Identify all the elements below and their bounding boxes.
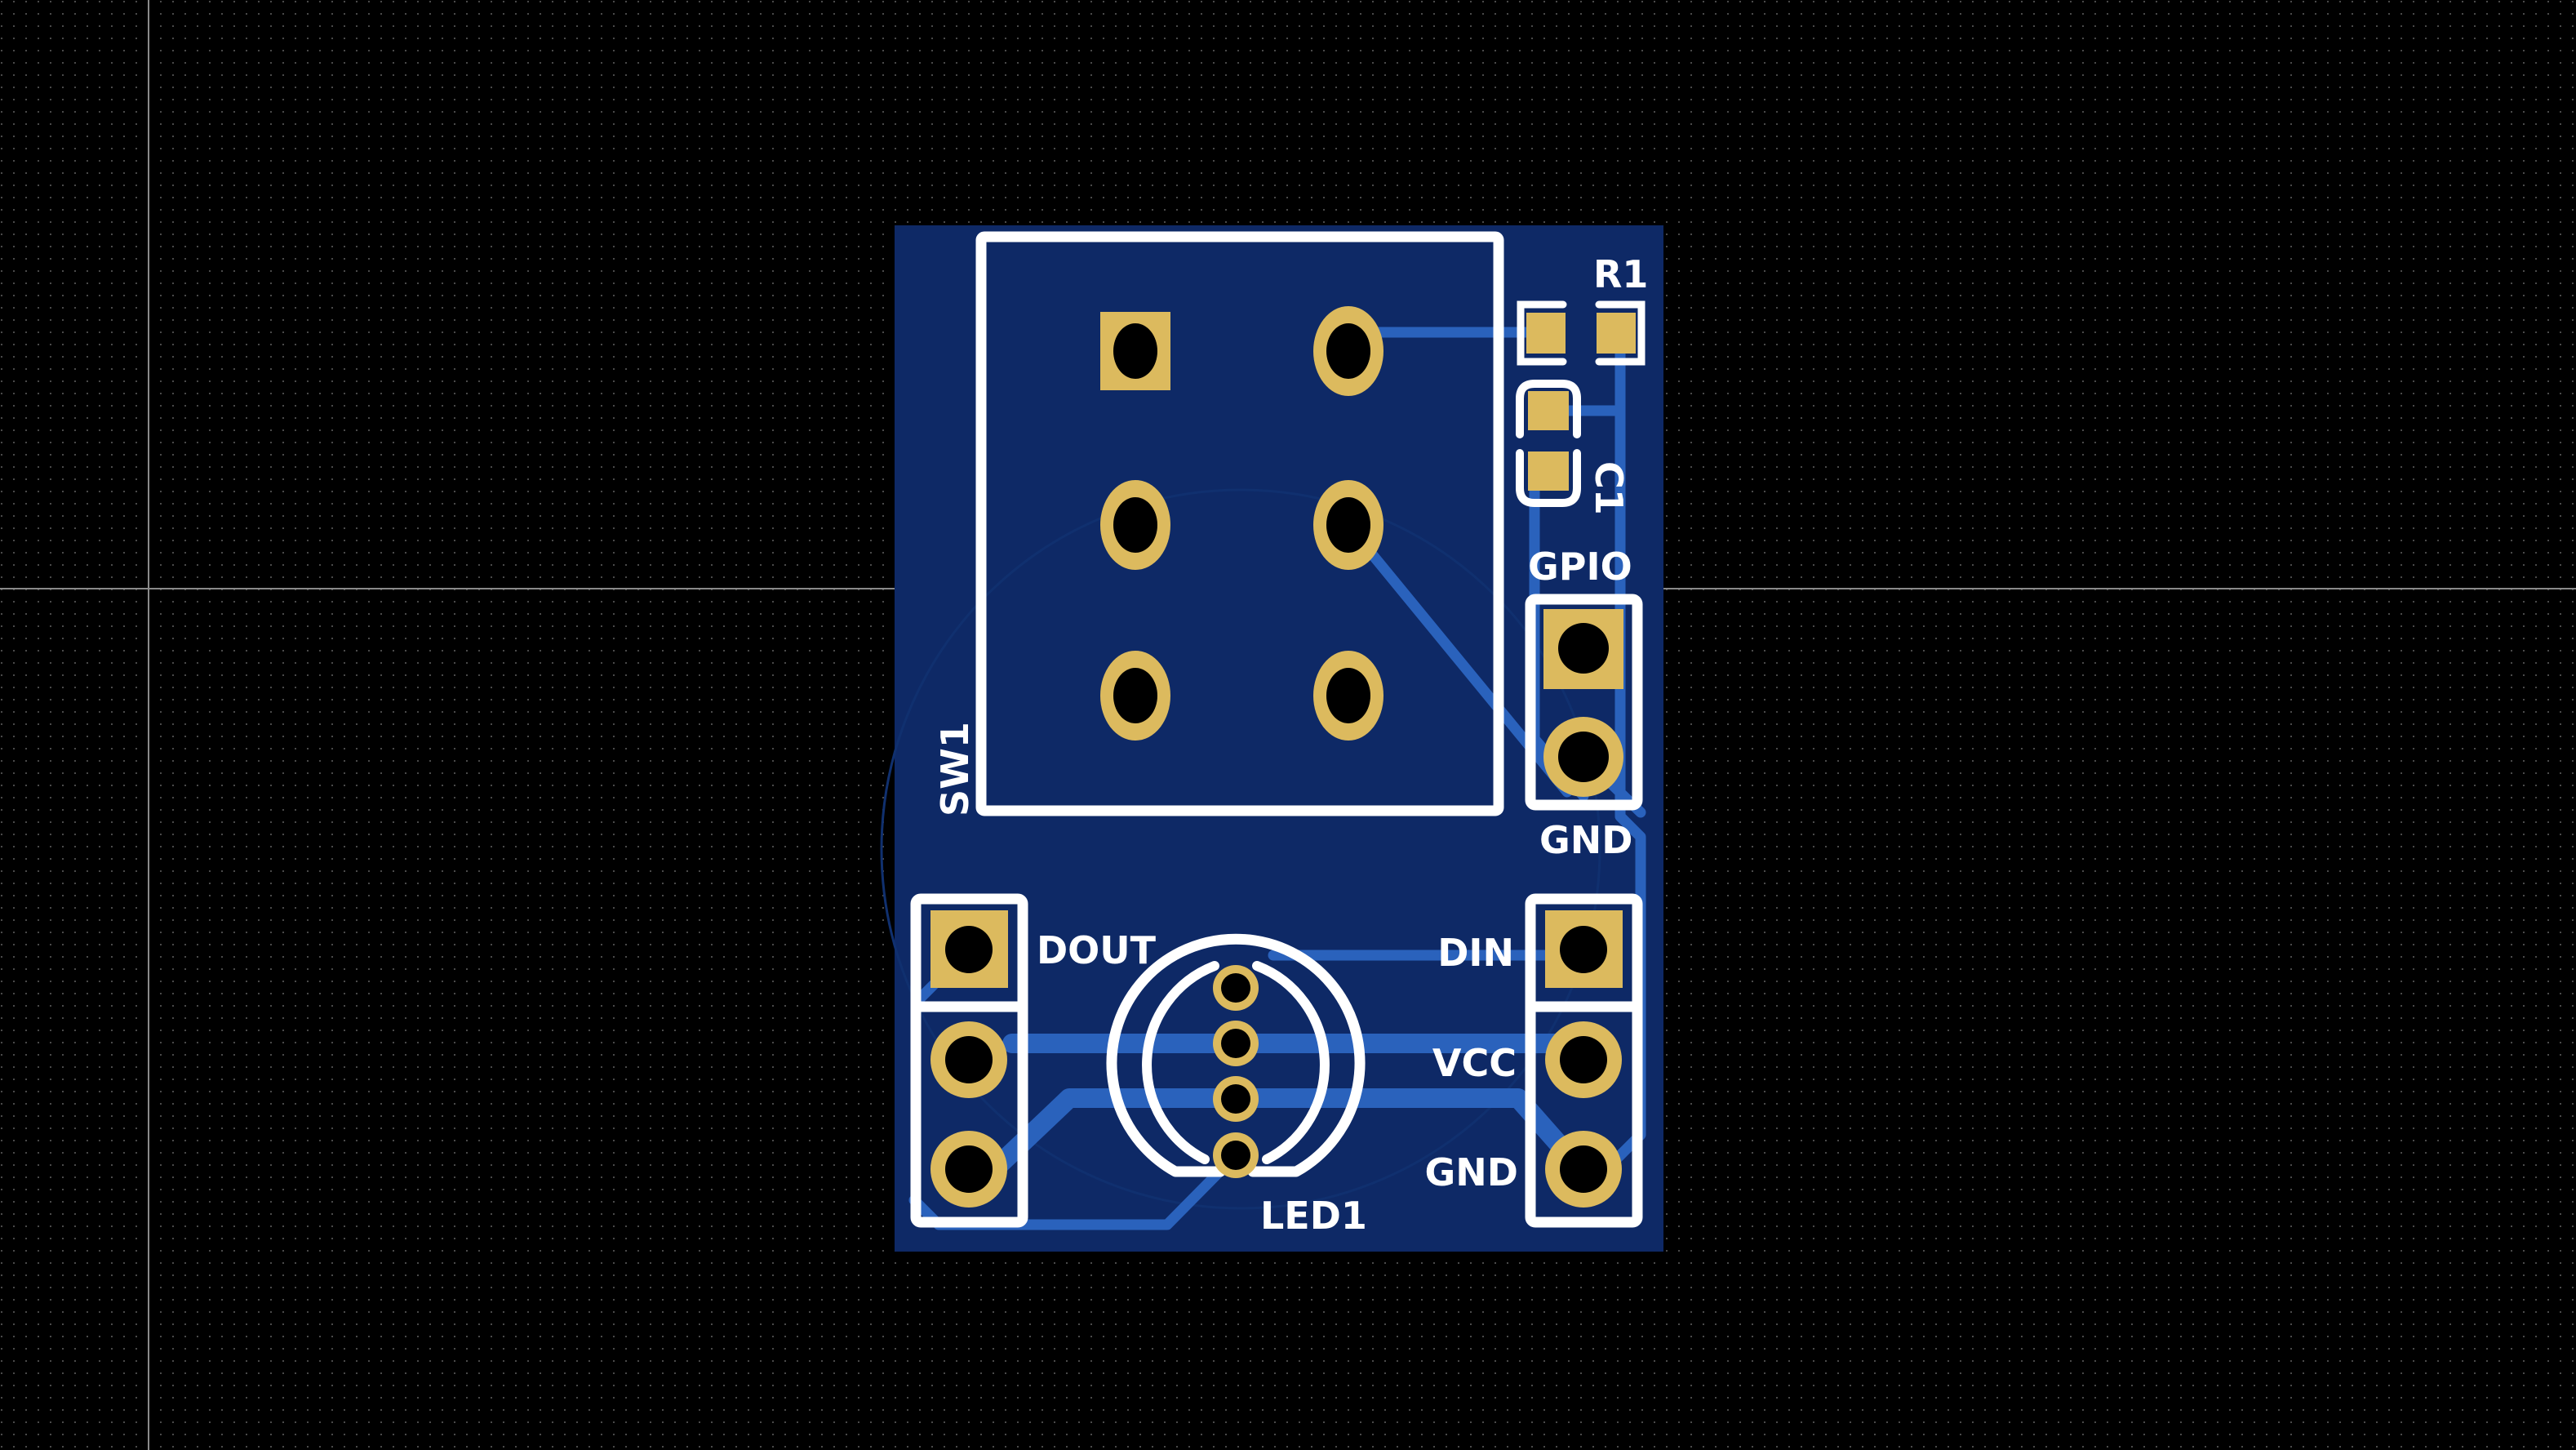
sw1-silkscreen-outline [975, 231, 1504, 816]
left-header-outline [910, 893, 1028, 1228]
dout-hole [945, 926, 993, 973]
left-hole-2 [945, 1036, 993, 1083]
left-hole-3 [945, 1145, 993, 1193]
sw1-hole-4 [1326, 497, 1370, 553]
gpio-label: GPIO [1528, 545, 1632, 589]
c1-pad-1 [1528, 391, 1569, 430]
din-label: DIN [1437, 931, 1514, 975]
trace-led-gnd [978, 1088, 1589, 1185]
led1-silkscreen-inner-left [1142, 961, 1219, 1164]
right-header-outline [1525, 893, 1643, 1228]
left-header[interactable]: DOUT [910, 893, 1157, 1228]
r1-reference-label: R1 [1593, 252, 1648, 296]
r1-pad-2 [1597, 313, 1636, 354]
gnd-label: GND [1425, 1150, 1518, 1194]
led1-silkscreen-outer [1106, 933, 1366, 1177]
vcc-label: VCC [1432, 1041, 1517, 1085]
c1-silkscreen-top [1516, 380, 1581, 438]
din-hole [1560, 926, 1607, 973]
sw1-hole-3 [1113, 497, 1157, 553]
led1-silkscreen-inner-right [1252, 961, 1330, 1164]
gpio-hole-2 [1558, 732, 1609, 782]
sw1-hole-6 [1326, 668, 1370, 723]
sw1-hole-5 [1113, 668, 1157, 723]
component-c1[interactable]: C1 [1516, 380, 1631, 515]
led1-hole-3 [1221, 1084, 1250, 1114]
led1-reference-label: LED1 [1260, 1194, 1367, 1238]
sw1-pads [1100, 306, 1383, 741]
pcb-board[interactable]: SW1 R1 C1 GPIO GND [880, 225, 1663, 1252]
sw1-hole-1 [1113, 323, 1157, 379]
c1-silkscreen-bottom [1516, 449, 1581, 507]
led1-hole-4 [1221, 1141, 1250, 1170]
c1-pad-2 [1528, 451, 1569, 491]
r1-pad-1 [1526, 313, 1566, 354]
gpio-gnd-label: GND [1539, 818, 1632, 862]
c1-reference-label: C1 [1587, 461, 1631, 515]
vcc-hole [1560, 1036, 1607, 1083]
trace-led-dout [908, 1150, 1241, 1230]
gpio-hole-1 [1558, 623, 1609, 674]
led1-hole-2 [1221, 1029, 1250, 1058]
keycap-outline [880, 488, 1601, 1210]
gpio-header-outline [1525, 594, 1643, 811]
gnd-hole [1560, 1145, 1607, 1193]
r1-silkscreen-right-bracket [1595, 300, 1646, 366]
dout-label: DOUT [1037, 928, 1157, 972]
component-sw1[interactable]: SW1 [933, 231, 1504, 816]
sw1-reference-label: SW1 [933, 722, 977, 816]
component-r1[interactable]: R1 [1517, 252, 1648, 366]
sw1-hole-2 [1326, 323, 1370, 379]
led1-hole-1 [1221, 973, 1250, 1003]
component-led1[interactable]: LED1 [1106, 933, 1367, 1238]
right-header[interactable]: DIN VCC GND [1425, 893, 1643, 1228]
r1-silkscreen-left-bracket [1517, 300, 1567, 366]
gpio-header[interactable]: GPIO GND [1525, 545, 1643, 862]
